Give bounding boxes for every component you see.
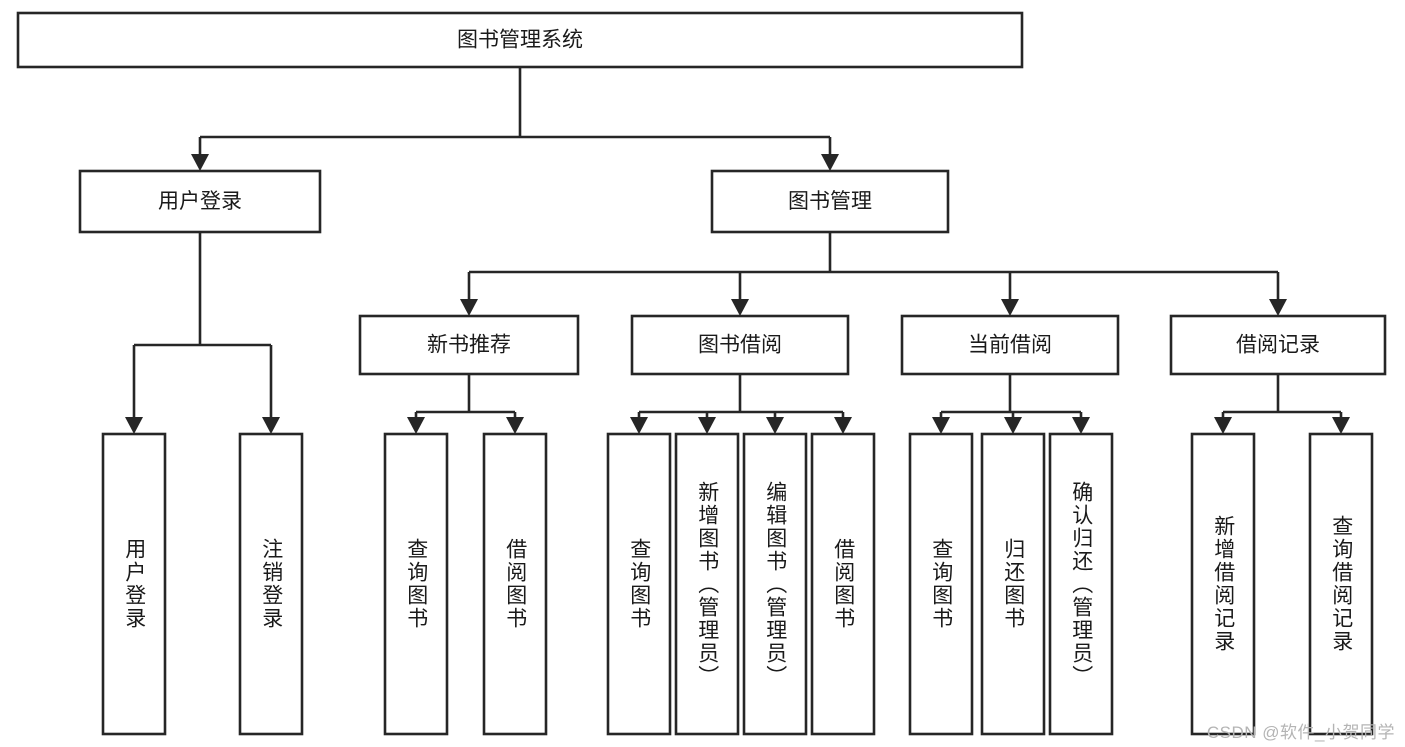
leaf-box-leaf-edit-book[interactable] xyxy=(742,432,808,736)
leaf-box-leaf-return-book[interactable] xyxy=(980,432,1046,736)
leaf-box-leaf-logout[interactable] xyxy=(238,432,304,736)
arrow-head-icon xyxy=(1001,299,1019,316)
level3-label-borrow-record: 借阅记录 xyxy=(1236,334,1320,357)
leaf-box-leaf-confirm-return[interactable] xyxy=(1048,432,1114,736)
connectors-layer xyxy=(125,67,1350,434)
leaf-box-leaf-borrow-book[interactable] xyxy=(810,432,876,736)
arrow-head-icon xyxy=(731,299,749,316)
leaf-box-leaf-query-book-rec[interactable] xyxy=(383,432,449,736)
level3-label-book-borrow: 图书借阅 xyxy=(698,334,782,357)
arrow-head-icon xyxy=(834,417,852,434)
leaf-box-leaf-add-record[interactable] xyxy=(1190,432,1256,736)
arrow-head-icon xyxy=(821,154,839,171)
level3-label-new-book-recommend: 新书推荐 xyxy=(427,334,511,357)
level2-label-user-login: 用户登录 xyxy=(158,190,242,213)
arrow-head-icon xyxy=(1214,417,1232,434)
arrow-head-icon xyxy=(630,417,648,434)
level2-box-book-manage[interactable] xyxy=(710,169,950,234)
leaf-box-leaf-query-record[interactable] xyxy=(1308,432,1374,736)
arrow-head-icon xyxy=(1332,417,1350,434)
boxes-layer xyxy=(16,11,1387,736)
arrow-head-icon xyxy=(1072,417,1090,434)
arrow-head-icon xyxy=(125,417,143,434)
arrow-head-icon xyxy=(191,154,209,171)
level3-label-current-borrow: 当前借阅 xyxy=(968,334,1052,357)
arrow-head-icon xyxy=(932,417,950,434)
arrow-head-icon xyxy=(460,299,478,316)
arrow-head-icon xyxy=(1269,299,1287,316)
level3-box-new-book-recommend[interactable] xyxy=(358,314,580,376)
leaf-box-leaf-borrow-book-rec[interactable] xyxy=(482,432,548,736)
leaf-box-leaf-user-login[interactable] xyxy=(101,432,167,736)
level3-box-borrow-record[interactable] xyxy=(1169,314,1387,376)
arrow-head-icon xyxy=(1004,417,1022,434)
root-box[interactable] xyxy=(16,11,1024,69)
level3-box-current-borrow[interactable] xyxy=(900,314,1120,376)
arrow-head-icon xyxy=(766,417,784,434)
root-label: 图书管理系统 xyxy=(457,29,583,52)
arrow-head-icon xyxy=(262,417,280,434)
level2-box-user-login[interactable] xyxy=(78,169,322,234)
level2-label-book-manage: 图书管理 xyxy=(788,190,872,213)
leaf-box-leaf-query-book-cur[interactable] xyxy=(908,432,974,736)
leaf-box-leaf-query-book-borrow[interactable] xyxy=(606,432,672,736)
arrow-head-icon xyxy=(698,417,716,434)
arrow-head-icon xyxy=(506,417,524,434)
leaf-box-leaf-add-book[interactable] xyxy=(674,432,740,736)
arrow-head-icon xyxy=(407,417,425,434)
level3-box-book-borrow[interactable] xyxy=(630,314,850,376)
